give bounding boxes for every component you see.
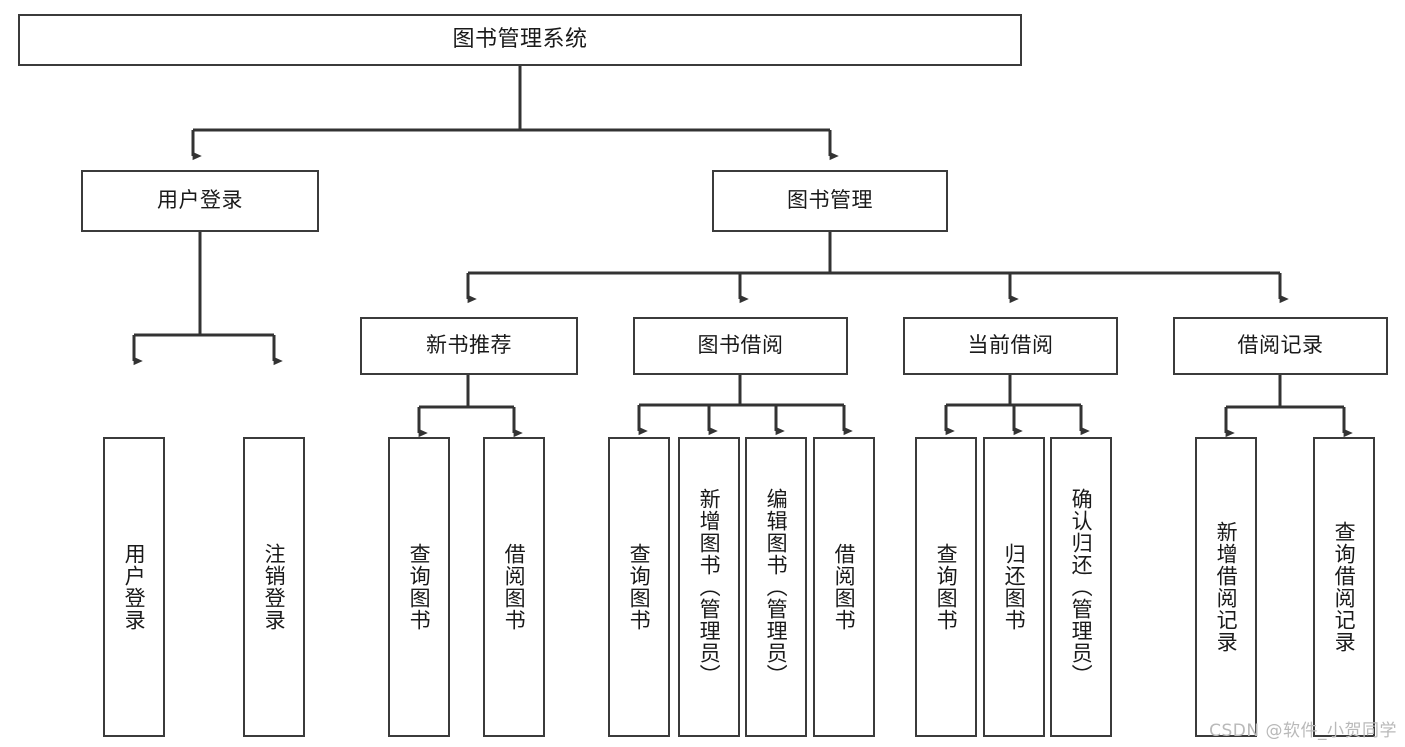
leaf-node-7[interactable]: 借阅图书 <box>813 437 875 737</box>
watermark-text: CSDN @软件_小贺同学 <box>1209 721 1397 741</box>
level2-node-3[interactable]: 借阅记录 <box>1173 317 1388 375</box>
level1-node-1-label: 图书管理 <box>787 188 873 213</box>
leaf-node-5[interactable]: 新增图书（管理员） <box>678 437 740 737</box>
leaf-node-12-label: 查询借阅记录 <box>1332 521 1357 653</box>
leaf-node-4-label: 查询图书 <box>627 543 652 631</box>
leaf-node-12[interactable]: 查询借阅记录 <box>1313 437 1375 737</box>
leaf-node-3[interactable]: 借阅图书 <box>483 437 545 737</box>
level2-node-3-label: 借阅记录 <box>1237 333 1324 358</box>
leaf-node-9[interactable]: 归还图书 <box>983 437 1045 737</box>
leaf-node-4[interactable]: 查询图书 <box>608 437 670 737</box>
level1-node-0[interactable]: 用户登录 <box>81 170 319 232</box>
connector-lines <box>132 66 1353 438</box>
leaf-node-6-label: 编辑图书（管理员） <box>764 488 789 686</box>
leaf-node-2-label: 查询图书 <box>407 543 432 631</box>
leaf-node-11-label: 新增借阅记录 <box>1214 521 1239 653</box>
level1-node-0-label: 用户登录 <box>157 188 243 213</box>
leaf-node-11[interactable]: 新增借阅记录 <box>1195 437 1257 737</box>
level2-node-2-label: 当前借阅 <box>967 333 1054 358</box>
root-node-label: 图书管理系统 <box>452 26 588 52</box>
leaf-node-0-label: 用户登录 <box>122 543 147 631</box>
level2-node-1[interactable]: 图书借阅 <box>633 317 848 375</box>
level2-node-0[interactable]: 新书推荐 <box>360 317 578 375</box>
leaf-node-8[interactable]: 查询图书 <box>915 437 977 737</box>
leaf-node-0[interactable]: 用户登录 <box>103 437 165 737</box>
leaf-node-1-label: 注销登录 <box>262 543 287 631</box>
leaf-node-3-label: 借阅图书 <box>502 543 527 631</box>
level2-node-2[interactable]: 当前借阅 <box>903 317 1118 375</box>
leaf-node-7-label: 借阅图书 <box>832 543 857 631</box>
level2-node-1-label: 图书借阅 <box>697 333 784 358</box>
leaf-node-9-label: 归还图书 <box>1002 543 1027 631</box>
leaf-node-1[interactable]: 注销登录 <box>243 437 305 737</box>
leaf-node-5-label: 新增图书（管理员） <box>697 488 722 686</box>
leaf-node-8-label: 查询图书 <box>934 543 959 631</box>
leaf-node-10[interactable]: 确认归还（管理员） <box>1050 437 1112 737</box>
level2-node-0-label: 新书推荐 <box>426 333 512 358</box>
level1-node-1[interactable]: 图书管理 <box>712 170 948 232</box>
leaf-node-2[interactable]: 查询图书 <box>388 437 450 737</box>
root-node[interactable]: 图书管理系统 <box>18 14 1022 66</box>
leaf-node-6[interactable]: 编辑图书（管理员） <box>745 437 807 737</box>
leaf-node-10-label: 确认归还（管理员） <box>1069 488 1094 686</box>
